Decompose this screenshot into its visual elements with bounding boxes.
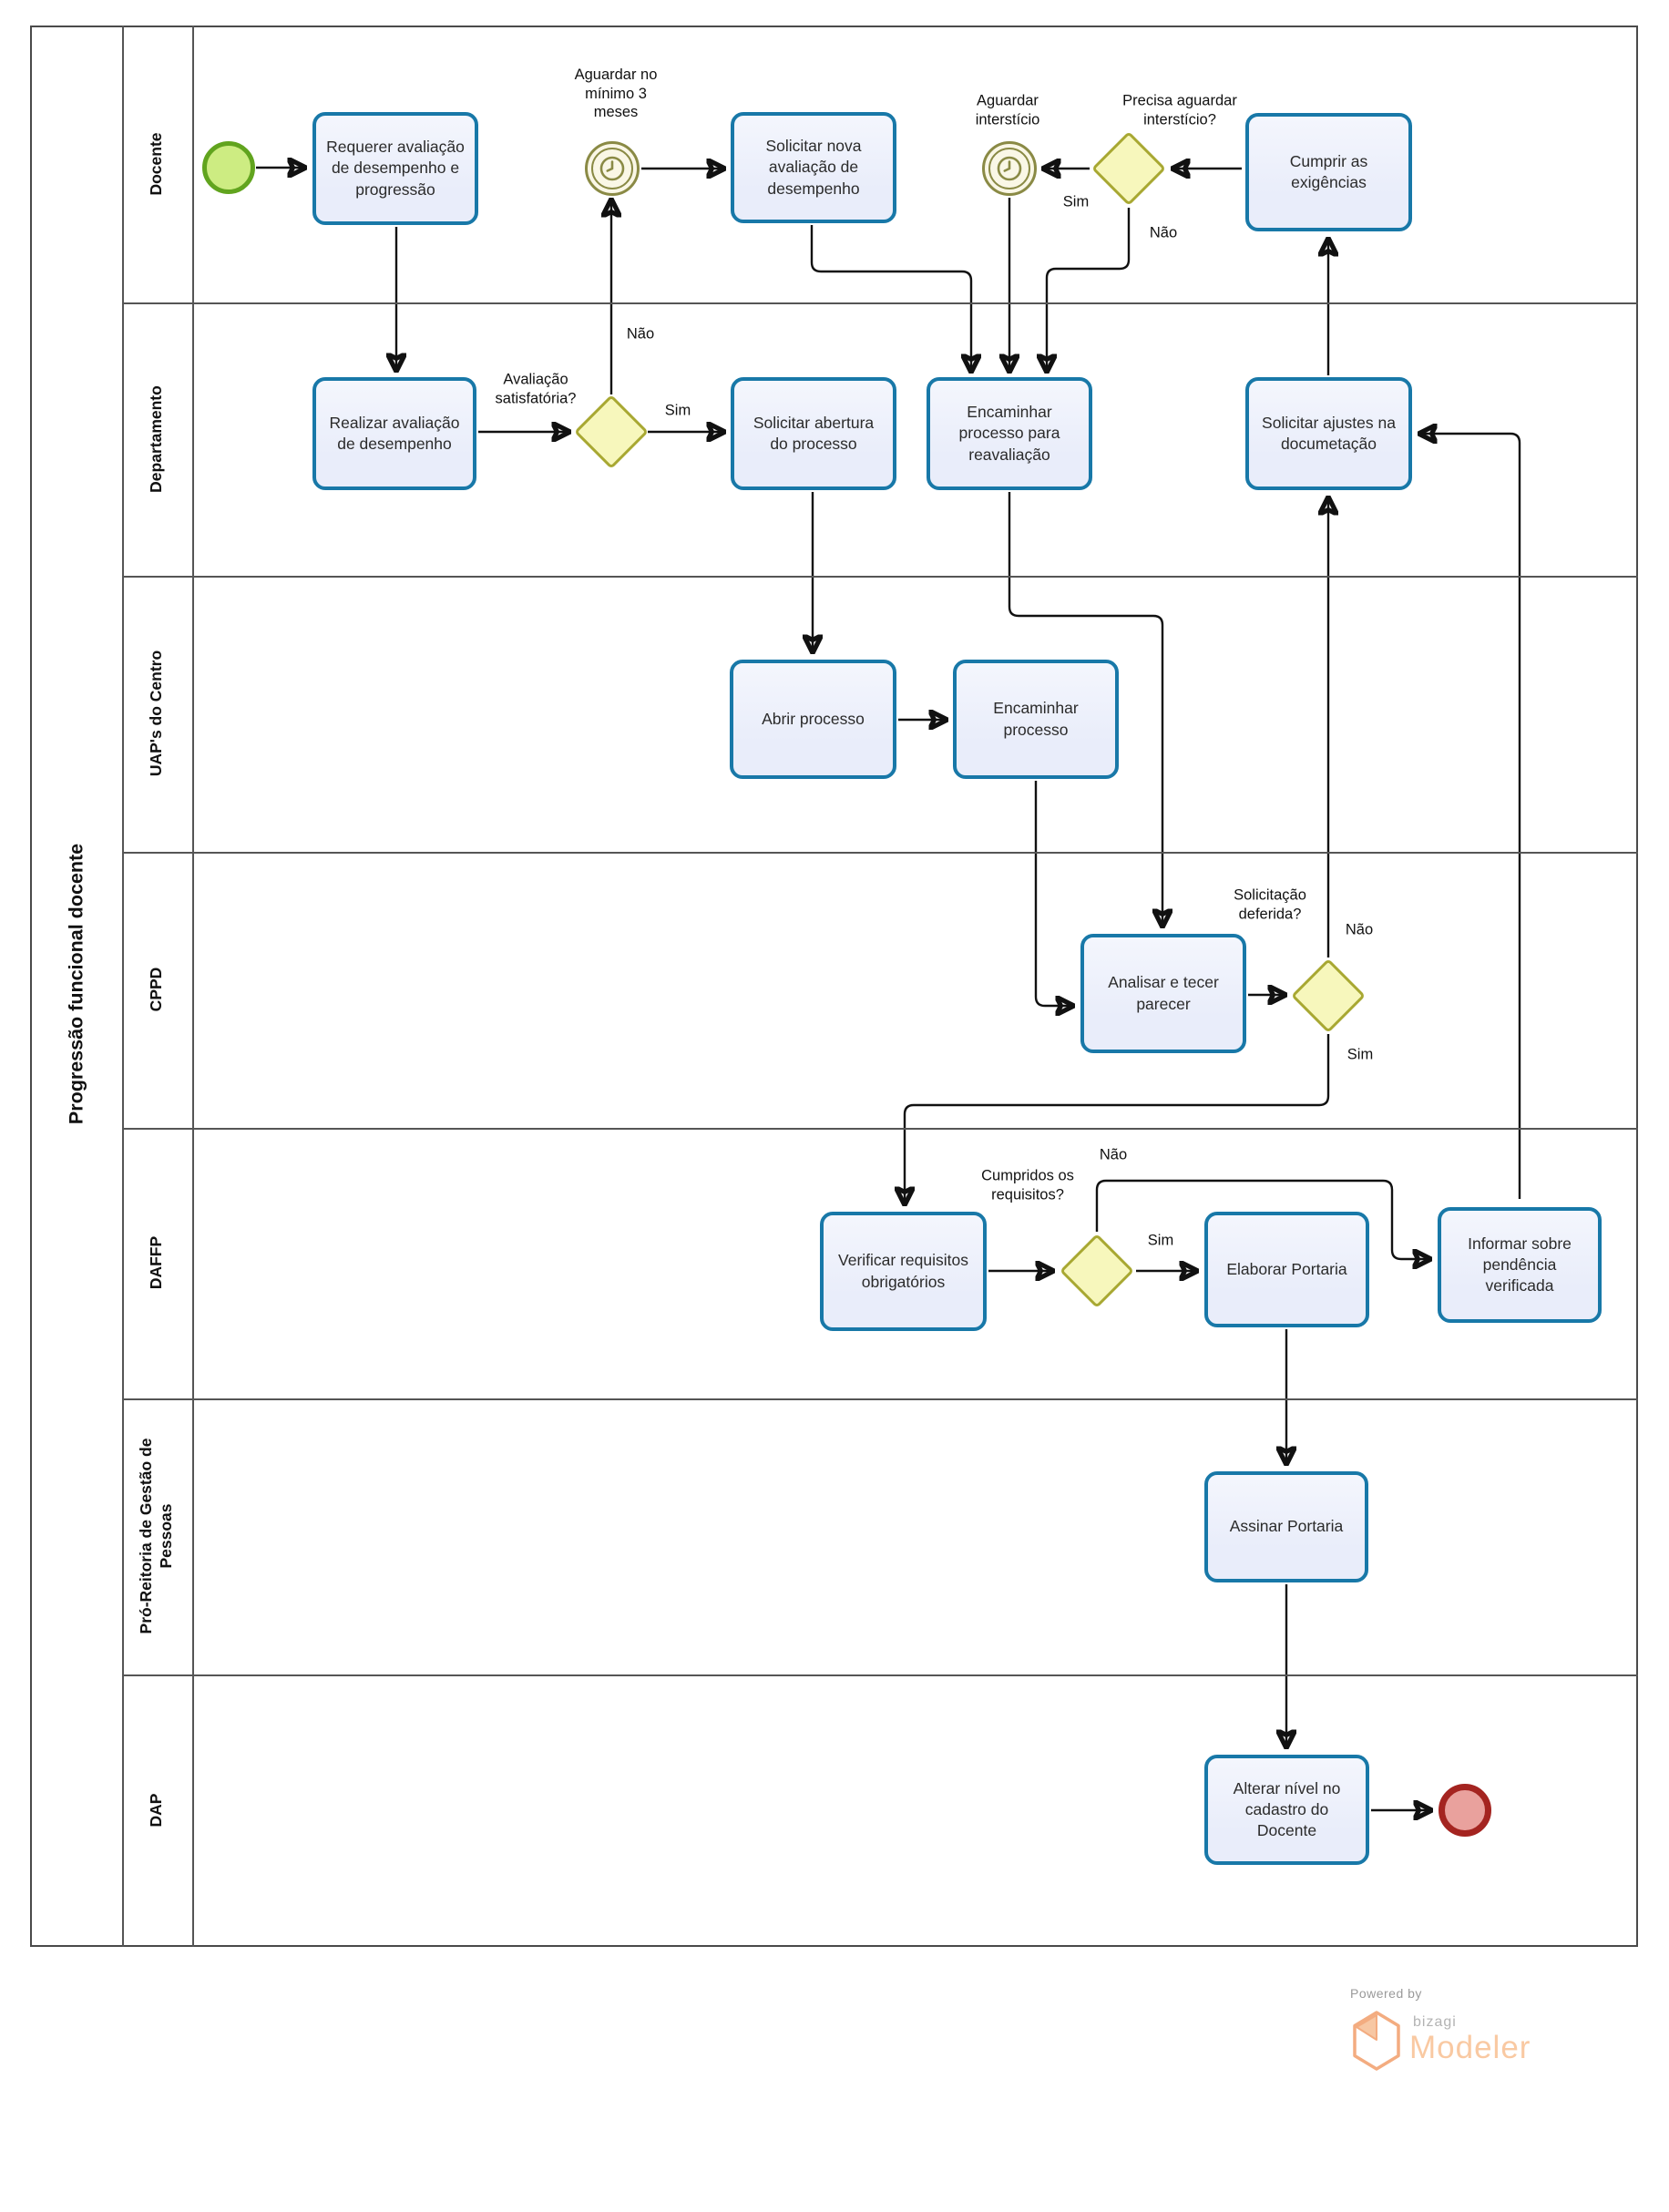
gateway-label-precisa-aguardar: Precisa aguardar interstício? — [1122, 92, 1237, 128]
lane-divider-2 — [122, 576, 1638, 578]
branch-label-sim: Sim — [1346, 1046, 1374, 1063]
bizagi-wordmark: bizagi — [1413, 2014, 1457, 2030]
lane-label-docente: Docente — [147, 132, 166, 196]
lane-divider-4 — [122, 1128, 1638, 1130]
task-solicitar-nova-avaliacao[interactable]: Solicitar nova avaliação de desempenho — [731, 112, 896, 223]
task-alterar-nivel[interactable]: Alterar nível no cadastro do Docente — [1204, 1755, 1369, 1865]
branch-label-nao: Não — [1099, 1146, 1128, 1163]
lane-divider-6 — [122, 1674, 1638, 1676]
lane-label-dap: DAP — [147, 1793, 166, 1828]
task-realizar-avaliacao[interactable]: Realizar avaliação de desempenho — [312, 377, 476, 490]
task-assinar-portaria[interactable]: Assinar Portaria — [1204, 1471, 1368, 1582]
lane-label-uaps-do-centro: UAP's do Centro — [147, 650, 166, 777]
timer-label-aguardar-minimo: Aguardar no mínimo 3 meses — [574, 67, 658, 121]
branch-label-nao: Não — [1149, 224, 1178, 241]
task-analisar-parecer[interactable]: Analisar e tecer parecer — [1080, 934, 1246, 1053]
gateway-label-avaliacao-satisfatoria: Avaliação satisfatória? — [495, 371, 577, 406]
gateway-label-solicitacao-deferida: Solicitação deferida? — [1234, 886, 1306, 922]
branch-label-nao: Não — [626, 325, 655, 343]
task-abrir-processo[interactable]: Abrir processo — [730, 660, 896, 779]
lane-label-departamento: Departamento — [147, 385, 166, 493]
lane-label-daffp: DAFFP — [147, 1235, 166, 1290]
bizagi-logo-icon — [1353, 2011, 1400, 2071]
lane-divider-5 — [122, 1398, 1638, 1400]
flow-informar-to-ajustes — [1420, 434, 1521, 1199]
lane-divider-3 — [122, 852, 1638, 854]
task-solicitar-ajustes[interactable]: Solicitar ajustes na documetação — [1245, 377, 1412, 490]
gateway-label-cumpridos-requisitos: Cumpridos os requisitos? — [981, 1167, 1074, 1203]
task-solicitar-abertura[interactable]: Solicitar abertura do processo — [731, 377, 896, 490]
timer-event-aguardar-intersticio[interactable] — [982, 141, 1037, 196]
branch-label-sim: Sim — [1147, 1232, 1174, 1249]
timer-ring — [988, 148, 1030, 189]
lane-label-pro-reitoria: Pró-Reitoria de Gestão de Pessoas — [137, 1438, 175, 1634]
pool-title: Progressão funcional docente — [65, 843, 87, 1125]
timer-event-aguardar-minimo[interactable] — [585, 141, 640, 196]
flow-encaminhar-to-analisar — [1034, 781, 1072, 1006]
timer-ring — [591, 148, 633, 189]
flow-cumpridos-nao-to-informar — [1095, 1179, 1429, 1259]
branch-label-sim: Sim — [1062, 193, 1090, 210]
start-event[interactable] — [202, 141, 255, 194]
task-verificar-requisitos[interactable]: Verificar requisitos obrigatórios — [820, 1212, 987, 1331]
timer-label-aguardar-intersticio: Aguardar interstício — [975, 92, 1040, 128]
flow-deferida-sim-to-verificar — [905, 1034, 1330, 1203]
clock-icon — [599, 156, 625, 181]
flow-precisa-nao-to-reavaliacao — [1047, 208, 1131, 371]
lane-label-cppd: CPPD — [147, 967, 166, 1012]
task-elaborar-portaria[interactable]: Elaborar Portaria — [1204, 1212, 1369, 1327]
pool-title-divider — [122, 26, 124, 1947]
lane-label-divider — [192, 26, 194, 1947]
clock-icon — [997, 156, 1022, 181]
branch-label-nao: Não — [1345, 921, 1374, 938]
flow-reavaliacao-to-analisar — [1008, 492, 1162, 926]
powered-by-text: Powered by — [1350, 1986, 1422, 2001]
branch-label-sim: Sim — [664, 402, 691, 419]
lane-divider-1 — [122, 302, 1638, 304]
modeler-wordmark: Modeler — [1409, 2030, 1531, 2065]
pool-border — [30, 26, 1638, 1947]
task-requerer-avaliacao[interactable]: Requerer avaliação de desempenho e progr… — [312, 112, 478, 225]
task-cumprir-exigencias[interactable]: Cumprir as exigências — [1245, 113, 1412, 231]
flow-solicitar-nova-to-reavaliacao — [810, 225, 971, 371]
task-informar-pendencia[interactable]: Informar sobre pendência verificada — [1438, 1207, 1602, 1323]
task-encaminhar-processo[interactable]: Encaminhar processo — [953, 660, 1119, 779]
end-event[interactable] — [1439, 1784, 1491, 1837]
task-encaminhar-reavaliacao[interactable]: Encaminhar processo para reavaliação — [927, 377, 1092, 490]
